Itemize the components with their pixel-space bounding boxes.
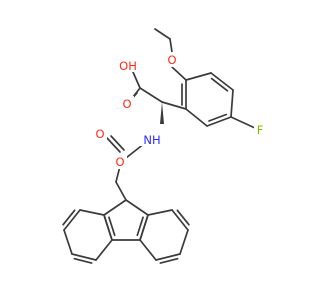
amine-nitrogen-label: NH: [143, 133, 160, 147]
aryl-ring-bond: [230, 89, 234, 118]
methoxy-oxygen-label: O: [167, 53, 176, 67]
fluorene-left-ring-bond: [79, 209, 105, 216]
fluorene-left-double-bond: [62, 209, 76, 226]
aryl-ring-double-bond: [208, 113, 228, 122]
fluorene-right-ring-bond: [139, 239, 157, 261]
fluorene-right-double-bond: [176, 209, 190, 226]
carboxyl-carbonyl-oxygen-label: O: [122, 97, 131, 111]
carbamate-carbonyl-oxygen-label: O: [95, 127, 104, 141]
aryl-ring-bond: [185, 108, 208, 127]
fluorene-left-ring-bond: [71, 253, 97, 261]
aryl-ring-bond: [185, 72, 212, 81]
fluorene-right-ring-bond: [147, 209, 173, 216]
fluorene-left-ring-bond: [95, 239, 113, 261]
aryl-ring-double-bond: [210, 77, 229, 92]
carboxyl-oh-bond: [132, 71, 141, 89]
fluorene-right-ring-bond: [139, 214, 149, 241]
stereo-wedge-bond: [160, 102, 164, 124]
methoxy-aryl-bond: [171, 66, 187, 81]
fluorene-left-double-bond: [108, 216, 116, 237]
aryl-ring-bond: [206, 116, 232, 127]
fluorene-left-ring-bond: [103, 214, 113, 241]
bond-lines: [62, 28, 256, 264]
fluorene-left-ring-bond: [63, 209, 81, 231]
fluorene-left-double-bond: [73, 257, 93, 264]
carbamate-c-o-double-bond: [110, 135, 125, 151]
carbamate-ether-oxygen-label: O: [115, 155, 124, 169]
fluorene-right-ring-bond: [155, 253, 181, 261]
alpha-carbon-aryl-bond: [161, 101, 187, 110]
fluorine-label: F: [257, 123, 264, 137]
fluorene-five-ring-bond: [103, 199, 127, 216]
alpha-carboxyl-bond: [139, 87, 163, 103]
methoxy-o-bond: [169, 38, 173, 53]
fluorene-five-ring-bond: [125, 199, 149, 216]
fluorene-right-double-bond: [136, 216, 144, 237]
methyl-bond: [154, 28, 171, 40]
carboxyl-hydroxyl-label: OH: [119, 59, 137, 73]
fluorine-bond: [230, 116, 256, 129]
atom-labels: O OH O NH F O O: [93, 52, 266, 169]
fluorene-left-ring-bond: [63, 229, 73, 255]
ch2-fluorenyl-bond: [115, 181, 127, 201]
fluorene-right-ring-bond: [171, 209, 189, 231]
fluorene-right-ring-bond: [179, 229, 189, 255]
aryl-ring-bond: [210, 72, 234, 91]
molecule-drawing: O OH O NH F O O: [62, 28, 266, 264]
carbamate-c-o-double-bond: [106, 137, 121, 153]
molecule-structure: O OH O NH F O O: [62, 28, 266, 264]
fluorene-right-double-bond: [159, 257, 179, 264]
